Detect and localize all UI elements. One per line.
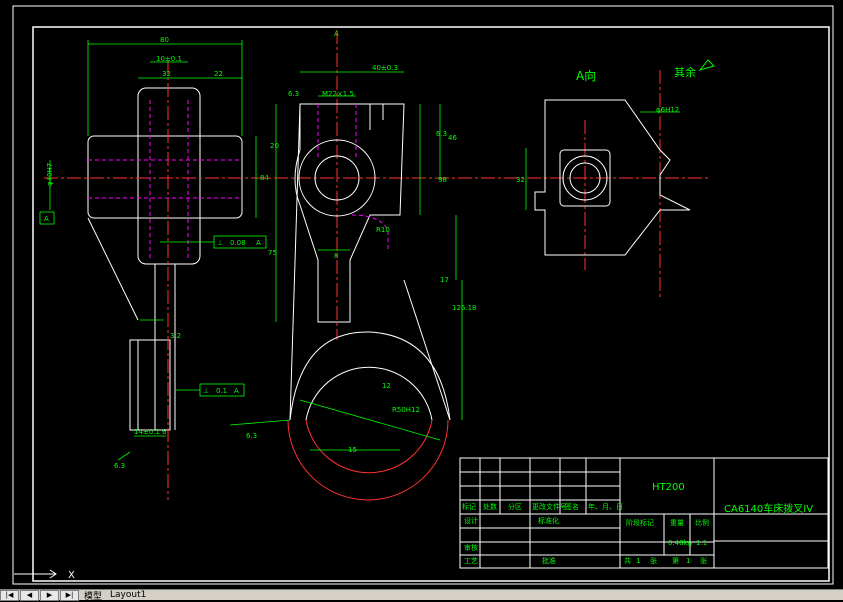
dim-6-3-left: 6.3 (246, 432, 257, 440)
tb-num1: 1 (636, 557, 640, 565)
dim-6: 6 (162, 428, 167, 436)
tb-h1: 标记 (462, 502, 476, 511)
right-view (534, 99, 691, 256)
ucs-icon: X (14, 569, 75, 581)
dim-75: 75 (268, 249, 277, 257)
left-view (87, 87, 243, 431)
tb-page: 第 (672, 556, 679, 565)
dim-12: 12 (382, 382, 391, 390)
tb-review: 审核 (464, 543, 478, 552)
dim-126: 126.18 (452, 304, 477, 312)
dim-15: 15 (348, 446, 357, 454)
svg-text:其余: 其余 (674, 65, 696, 79)
dim-98: 98 (438, 176, 447, 184)
tol1-sym: ⊥ (217, 239, 223, 247)
tb-num2: 1 (686, 557, 690, 565)
dim-r-big: R50H12 (392, 406, 420, 414)
datum-a: A (44, 215, 49, 223)
tb-sheets1: 张 (650, 556, 657, 565)
tb-h2: 处数 (483, 502, 497, 511)
tb-stage: 阶段标记 (626, 518, 654, 527)
dim-m22: M22×1.5 (322, 90, 354, 98)
tb-scale-val: 1:1 (696, 539, 707, 547)
tb-design: 设计 (464, 516, 478, 525)
dim-22: 22 (214, 70, 223, 78)
dim-6-3c: 6.3 (114, 462, 125, 470)
dim-r-right: φ6H12 (656, 106, 679, 114)
dim-diam: φ40H7 (46, 163, 54, 186)
title-block (459, 457, 829, 569)
tb-h5: 签名 (565, 502, 579, 511)
dim-overall-width: 80 (160, 36, 169, 44)
svg-text:X: X (68, 570, 75, 581)
tb-h3: 分区 (508, 502, 522, 511)
tb-scale: 比例 (695, 518, 709, 527)
tb-approve: 批准 (542, 556, 556, 565)
tab-layout1[interactable]: Layout1 (110, 590, 147, 600)
section-marker: A (334, 30, 339, 38)
dim-40-3: 40±0.3 (372, 64, 398, 72)
material: HT200 (652, 482, 685, 493)
dim-8: 8 (334, 252, 338, 260)
tol2-sym: ⊥ (203, 387, 209, 395)
tb-h4: 更改文件号 (532, 502, 567, 511)
dim-32b: 32 (516, 176, 525, 184)
dim-r10: R10 (376, 226, 390, 234)
dim-84: 84 (260, 174, 269, 182)
dim-6-3b: 6.3 (436, 130, 447, 138)
tb-weight-val: 0.48kg (668, 539, 692, 547)
dim-32: 32 (162, 70, 171, 78)
tol2-val: 0.1 (216, 387, 227, 395)
tab-model[interactable]: 模型 (84, 591, 103, 602)
view-label: A向 (576, 68, 596, 83)
dim-3-2: 3.2 (170, 332, 181, 340)
tb-standard: 标准化 (538, 516, 559, 525)
tb-total: 共 (624, 556, 631, 565)
tol1-val: 0.08 (230, 239, 246, 247)
tol1-ref: A (256, 239, 261, 247)
part-title: CA6140车床拨叉IV (724, 502, 813, 515)
inner-border (32, 26, 830, 582)
middle-view (289, 103, 451, 421)
tb-sheets2: 张 (700, 556, 707, 565)
dim-top1: 10±0.1 (156, 55, 182, 63)
tb-weight: 重量 (670, 519, 684, 527)
rest-note: 其余 (674, 59, 715, 79)
tb-process: 工艺 (464, 557, 478, 565)
dim-46: 46 (448, 134, 457, 142)
dim-6-3a: 6.3 (288, 90, 299, 98)
layout-tabs: |◀ ◀ ▶ ▶| 模型 Layout1 (0, 589, 843, 602)
dim-20: 20 (270, 142, 279, 150)
dim-14: 14±0.1 (134, 428, 160, 436)
tol2-ref: A (234, 387, 239, 395)
dim-17: 17 (440, 276, 449, 284)
tb-h6: 年、月、日 (588, 502, 623, 511)
outer-border (12, 5, 834, 585)
